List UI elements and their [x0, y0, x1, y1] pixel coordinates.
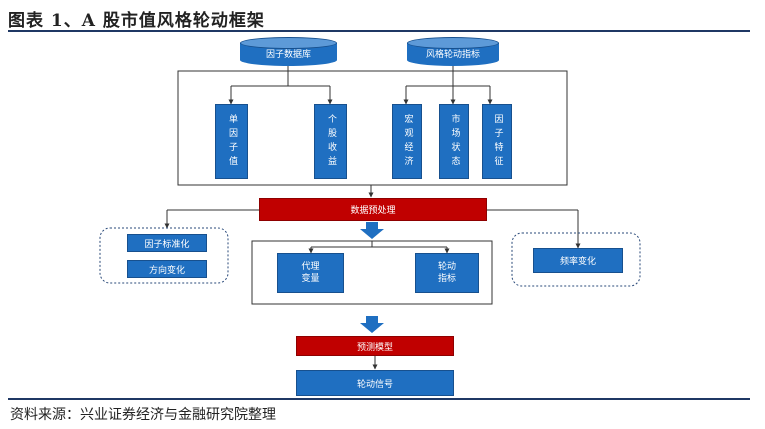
direction-change-box: 方向变化 — [127, 260, 207, 278]
factor-database-label: 因子数据库 — [265, 50, 311, 60]
bottom-rule — [8, 398, 750, 400]
direction-change-label: 方向变化 — [148, 265, 185, 276]
top-rule — [8, 30, 750, 32]
proxy-variable-box: 代理 变量 — [277, 253, 344, 293]
down-arrow-1 — [360, 222, 384, 239]
rotation-signal-label: 轮动信号 — [356, 379, 393, 390]
frequency-change-box: 频率变化 — [533, 248, 623, 273]
rotation-signal-box: 轮动信号 — [296, 370, 454, 396]
stock-return-label: 个股收益 — [326, 113, 336, 170]
rotation-indicator-box: 轮动 指标 — [415, 253, 479, 293]
frequency-change-label: 频率变化 — [559, 257, 596, 267]
left-dashed-group — [99, 227, 229, 284]
market-state-box: 市场状态 — [439, 104, 469, 179]
factor-database-cylinder: 因子数据库 — [240, 37, 337, 66]
factor-feature-box: 因子特征 — [482, 104, 512, 179]
macro-economy-label: 宏观经济 — [402, 113, 413, 170]
single-factor-value-box: 单因子值 — [215, 104, 248, 179]
factor-standardize-box: 因子标准化 — [127, 234, 207, 252]
single-factor-value-label: 单因子值 — [227, 113, 237, 170]
down-arrow-2 — [360, 316, 384, 333]
data-preprocess-box: 数据预处理 — [259, 198, 487, 221]
proxy-variable-label-line2: 变量 — [301, 274, 320, 284]
macro-economy-box: 宏观经济 — [392, 104, 422, 179]
input-frame — [177, 70, 568, 186]
prediction-model-box: 预测模型 — [296, 336, 454, 356]
prediction-model-label: 预测模型 — [356, 342, 393, 353]
rotation-indicator-box-label-line2: 指标 — [437, 274, 456, 284]
factor-feature-label: 因子特征 — [492, 113, 503, 170]
source-note: 资料来源：兴业证券经济与金融研究院整理 — [10, 407, 276, 423]
factor-standardize-label: 因子标准化 — [144, 239, 190, 250]
rotation-indicator-label: 风格轮动指标 — [425, 50, 480, 60]
rotation-indicator-box-label-line1: 轮动 — [437, 261, 456, 272]
data-preprocess-label: 数据预处理 — [350, 206, 396, 216]
stock-return-box: 个股收益 — [314, 104, 347, 179]
rotation-indicator-cylinder: 风格轮动指标 — [407, 37, 499, 66]
proxy-variable-label-line1: 代理 — [301, 261, 320, 272]
figure-title: 图表 1、A 股市值风格轮动框架 — [8, 11, 265, 31]
market-state-label: 市场状态 — [449, 113, 460, 170]
right-dashed-group — [511, 232, 641, 287]
